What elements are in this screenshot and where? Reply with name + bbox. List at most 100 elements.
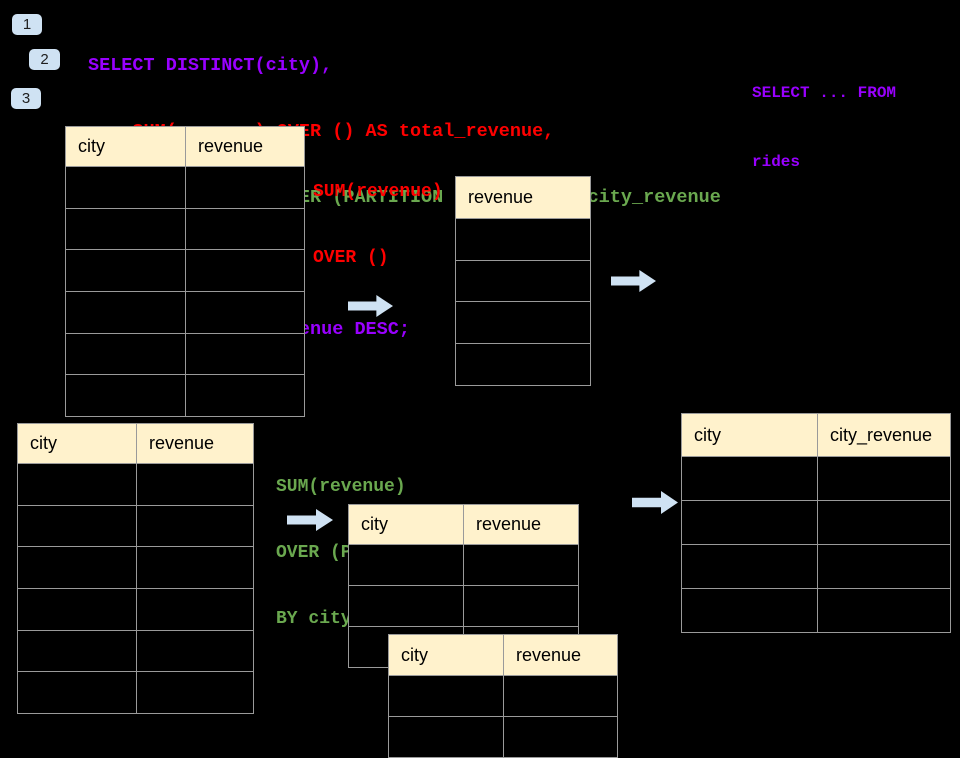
partition-table-b: city revenue (388, 634, 618, 758)
table-row-empty (65, 249, 305, 293)
table-cell-empty (455, 301, 591, 345)
table-row-empty (17, 546, 254, 590)
step-badge-3: 3 (11, 88, 41, 109)
table-cell-empty (185, 332, 305, 376)
table-cell-empty (681, 456, 818, 501)
column-header-revenue: revenue (503, 634, 618, 676)
table-cell-empty (185, 207, 305, 251)
column-header-city: city (65, 126, 186, 167)
column-header-revenue: revenue (185, 126, 305, 167)
label-sum-over-empty: SUM(revenue) OVER () (313, 137, 443, 291)
label-total-line-1: SUM(revenue) (313, 182, 443, 202)
table-cell-empty (388, 716, 504, 758)
table-row-empty (17, 671, 254, 715)
table-cell-empty (136, 629, 254, 673)
table-cell-empty (817, 456, 951, 501)
column-header-city: city (348, 504, 464, 545)
side-note-line-2: rides (752, 153, 801, 171)
side-note-select-from: SELECT ... FROM rides (752, 36, 896, 197)
table-cell-empty (136, 588, 254, 631)
table-row-empty (681, 500, 951, 545)
table-cell-empty (463, 585, 579, 627)
table-cell-empty (17, 629, 137, 673)
label-total-line-2: OVER () (313, 248, 389, 268)
table-cell-empty (17, 671, 137, 715)
column-header-city: city (17, 423, 137, 464)
table-row-empty (388, 675, 618, 717)
table-cell-empty (136, 671, 254, 715)
table-row-empty (681, 456, 951, 501)
table-cell-empty (136, 463, 254, 506)
table-cell-empty (817, 544, 951, 589)
column-header-city-revenue: city_revenue (817, 413, 951, 457)
table-cell-empty (455, 343, 591, 386)
table-cell-empty (388, 675, 504, 717)
table-row-empty (17, 504, 254, 548)
table-cell-empty (503, 675, 618, 717)
table-header-row: city revenue (388, 634, 618, 676)
table-row-empty (455, 301, 591, 345)
table-cell-empty (65, 249, 186, 293)
table-row-empty (348, 585, 579, 627)
table-cell-empty (455, 218, 591, 261)
table-row-empty (348, 544, 579, 586)
table-cell-empty (503, 716, 618, 758)
table-cell-empty (681, 500, 818, 545)
table-row-empty (455, 259, 591, 303)
table-cell-empty (65, 207, 186, 251)
sql-line-select: SELECT DISTINCT(city), (88, 55, 333, 76)
table-cell-empty (136, 504, 254, 548)
source-table-bottom: city revenue (17, 423, 254, 715)
table-cell-empty (17, 546, 137, 590)
table-header-row: revenue (455, 176, 591, 219)
table-cell-empty (65, 166, 186, 209)
table-cell-empty (681, 588, 818, 633)
table-header-row: city revenue (348, 504, 579, 545)
right-arrow-icon (611, 270, 656, 292)
table-row-empty (65, 291, 305, 334)
step-badge-1: 1 (12, 14, 42, 35)
table-row-empty (65, 332, 305, 376)
column-header-revenue: revenue (455, 176, 591, 219)
table-cell-empty (17, 463, 137, 506)
table-cell-empty (17, 504, 137, 548)
table-cell-empty (185, 249, 305, 293)
table-cell-empty (348, 544, 464, 586)
table-cell-empty (817, 500, 951, 545)
side-note-line-1: SELECT ... FROM (752, 84, 897, 102)
table-cell-empty (185, 374, 305, 418)
column-header-revenue: revenue (463, 504, 579, 545)
table-cell-empty (65, 374, 186, 418)
table-cell-empty (185, 166, 305, 209)
label-partition-line-1: SUM(revenue) (276, 477, 406, 497)
table-row-empty (681, 544, 951, 589)
table-row-empty (65, 207, 305, 251)
column-header-city: city (388, 634, 504, 676)
table-cell-empty (65, 291, 186, 334)
table-header-row: city revenue (65, 126, 305, 167)
table-row-empty (65, 166, 305, 209)
table-cell-empty (817, 588, 951, 633)
table-cell-empty (455, 259, 591, 303)
column-header-city: city (681, 413, 818, 457)
table-row-empty (17, 463, 254, 506)
column-header-revenue: revenue (136, 423, 254, 464)
table-row-empty (65, 374, 305, 418)
source-table-top: city revenue (65, 126, 305, 418)
table-cell-empty (17, 588, 137, 631)
table-cell-empty (463, 544, 579, 586)
right-arrow-icon (287, 509, 333, 531)
table-row-empty (388, 716, 618, 758)
total-revenue-result-table: revenue (455, 176, 591, 386)
step-badge-2: 2 (29, 49, 60, 70)
table-header-row: city city_revenue (681, 413, 951, 457)
table-cell-empty (136, 546, 254, 590)
table-header-row: city revenue (17, 423, 254, 464)
table-cell-empty (185, 291, 305, 334)
table-row-empty (17, 629, 254, 673)
table-cell-empty (681, 544, 818, 589)
right-arrow-icon (632, 491, 678, 514)
table-row-empty (681, 588, 951, 633)
city-revenue-result-table: city city_revenue (681, 413, 951, 633)
table-row-empty (455, 343, 591, 386)
